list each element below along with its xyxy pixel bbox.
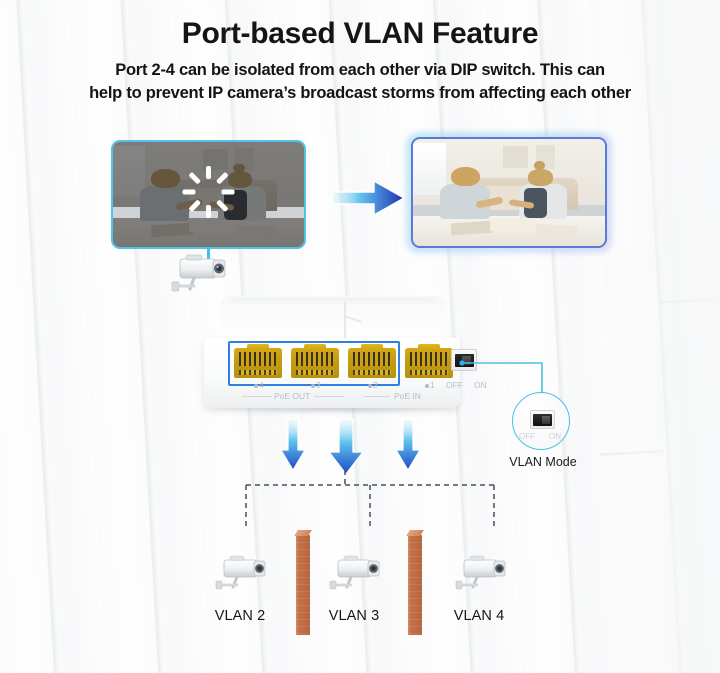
vlan-4-camera-icon bbox=[452, 551, 518, 599]
poe-switch-device: 4 3 2 1 OFF ON PoE OUT PoE IN bbox=[198, 296, 487, 418]
vlan-2-camera-icon bbox=[212, 551, 278, 599]
poe-out-rule-left bbox=[242, 396, 272, 397]
dip-on-label: ON bbox=[474, 380, 487, 390]
vlan-3-camera-icon bbox=[326, 551, 392, 599]
spinner-tick bbox=[188, 172, 202, 185]
right-arrow-icon bbox=[330, 178, 408, 218]
after-photo bbox=[413, 139, 605, 246]
spinner-tick bbox=[221, 189, 235, 195]
before-photo bbox=[113, 142, 304, 247]
subtitle-line-2: help to prevent IP camera’s broadcast st… bbox=[89, 83, 631, 102]
magnified-dip-switch bbox=[530, 410, 555, 429]
spinner-tick bbox=[182, 189, 196, 195]
buffering-spinner-icon bbox=[181, 164, 237, 220]
down-arrow-port-2-icon bbox=[394, 418, 422, 477]
isolation-wall-1 bbox=[294, 530, 312, 635]
vlan-4-label: VLAN 4 bbox=[453, 608, 505, 624]
poe-out-rule-right bbox=[314, 396, 344, 397]
vlan-mode-callout-line bbox=[440, 350, 570, 430]
subtitle-line-1: Port 2-4 can be isolated from each other… bbox=[115, 61, 605, 79]
port-3-label: 3 bbox=[316, 380, 321, 390]
port-4-dot bbox=[254, 384, 258, 388]
down-arrow-port-3-icon bbox=[326, 418, 366, 481]
port-1-label: 1 bbox=[430, 380, 435, 390]
header: Port-based VLAN Feature Port 2-4 can be … bbox=[0, 0, 720, 105]
vlan-2-label: VLAN 2 bbox=[214, 608, 266, 624]
page-title: Port-based VLAN Feature bbox=[181, 17, 539, 50]
port-2-label: 2 bbox=[373, 380, 378, 390]
vlan-mode-label: VLAN Mode bbox=[509, 455, 577, 469]
source-ip-camera-icon bbox=[166, 249, 238, 301]
down-arrow-port-4-icon bbox=[279, 418, 307, 477]
rj45-port-2[interactable] bbox=[348, 344, 396, 378]
rj45-port-3[interactable] bbox=[291, 344, 339, 378]
dip-off-label: OFF bbox=[446, 380, 463, 390]
after-video-panel bbox=[411, 137, 607, 248]
rj45-port-4[interactable] bbox=[234, 344, 282, 378]
vlan-3-label: VLAN 3 bbox=[328, 608, 380, 624]
rj45-port-1[interactable] bbox=[405, 344, 453, 378]
magnifier-on-label: ON bbox=[549, 432, 561, 441]
before-video-panel bbox=[111, 140, 306, 249]
spinner-tick bbox=[206, 166, 211, 180]
poe-in-label: PoE IN bbox=[394, 391, 421, 401]
subtitle-block: Port 2-4 can be isolated from each other… bbox=[0, 59, 720, 105]
spinner-tick bbox=[215, 199, 229, 213]
poe-out-label: PoE OUT bbox=[274, 391, 311, 401]
port-4-label: 4 bbox=[259, 380, 264, 390]
device-top-edge bbox=[228, 298, 438, 308]
port-2-dot bbox=[368, 384, 372, 388]
magnifier-off-label: OFF bbox=[519, 432, 535, 441]
port-1-dot bbox=[425, 384, 429, 388]
vlan-branch-connector bbox=[230, 470, 510, 532]
device-seam bbox=[344, 302, 346, 342]
source-connector-line bbox=[207, 249, 210, 263]
poe-in-rule-left bbox=[364, 396, 390, 397]
spinner-tick bbox=[188, 199, 202, 213]
isolation-wall-2 bbox=[406, 530, 424, 635]
spinner-tick bbox=[215, 172, 229, 185]
vlan-mode-magnifier: OFF ON bbox=[512, 392, 570, 450]
port-3-dot bbox=[311, 384, 315, 388]
spinner-tick bbox=[206, 205, 211, 219]
